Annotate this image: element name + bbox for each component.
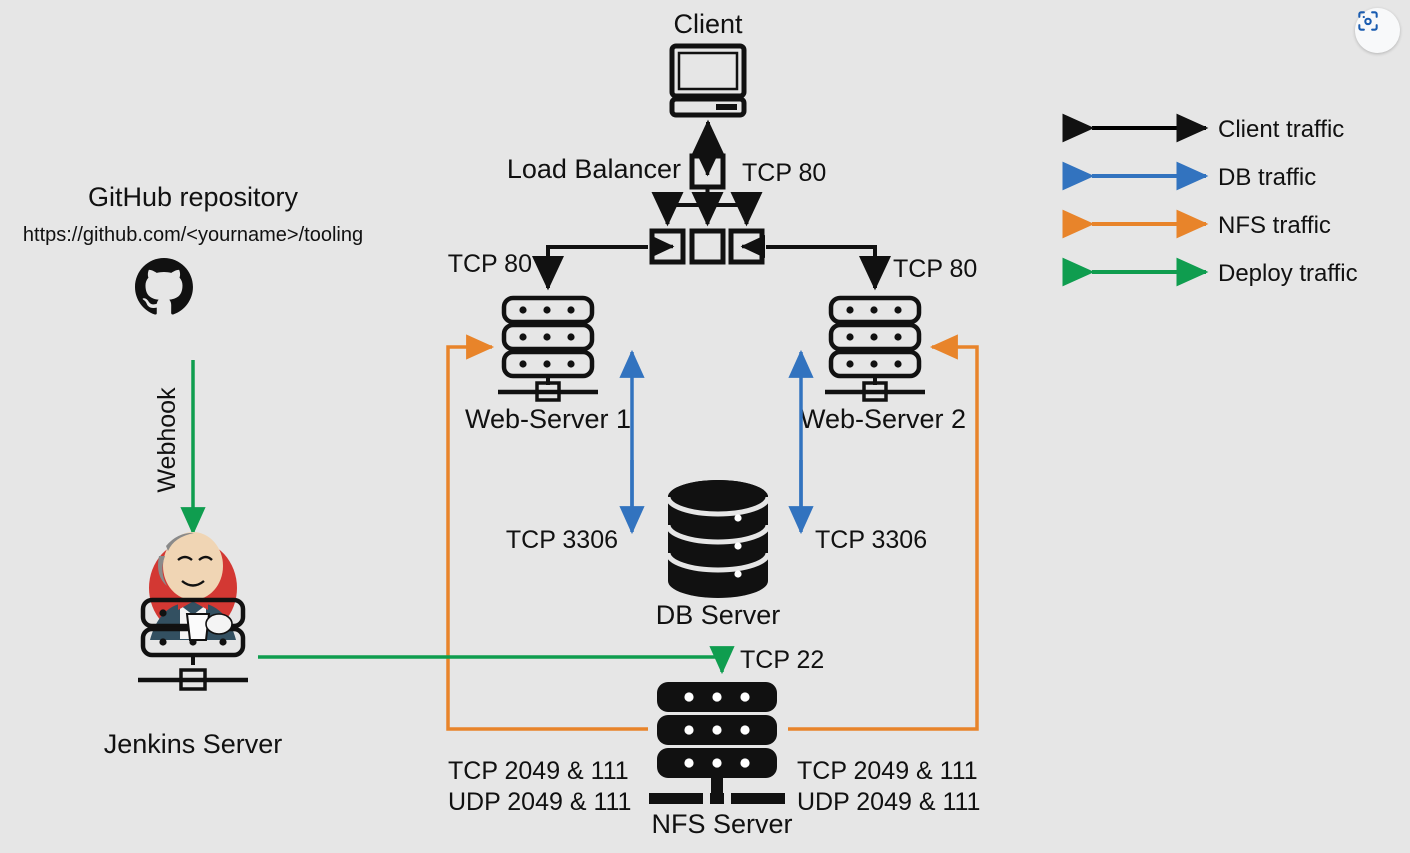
web-server-2-label: Web-Server 2 <box>800 404 966 434</box>
edge-label-webhook: Webhook <box>153 387 181 493</box>
web-server-1-label: Web-Server 1 <box>465 404 631 434</box>
jenkins-server-label: Jenkins Server <box>104 729 283 759</box>
legend-label-1: DB traffic <box>1218 164 1316 191</box>
legend-label-2: NFS traffic <box>1218 212 1331 239</box>
edge-label-lb-to-web1: TCP 80 <box>448 250 532 278</box>
edge-lb-to-web1 <box>532 245 648 291</box>
db-server-node: DB Server <box>656 480 781 630</box>
legend-label-3: Deploy traffic <box>1218 260 1358 287</box>
nfs-left-udp-label: UDP 2049 & 111 <box>448 788 631 816</box>
legend-label-0: Client traffic <box>1218 116 1344 143</box>
nfs-right-udp-label: UDP 2049 & 111 <box>797 788 980 816</box>
nfs-server-label: NFS Server <box>651 809 792 839</box>
nfs-right-tcp-label: TCP 2049 & 111 <box>797 757 978 785</box>
github-label: GitHub repository <box>88 182 299 212</box>
edge-label-web2-to-db: TCP 3306 <box>815 526 927 554</box>
edge-label-lb-to-web2: TCP 80 <box>893 255 977 283</box>
legend: Client traffic DB traffic NFS traffic De… <box>1062 113 1358 287</box>
client-node: Client <box>669 9 747 118</box>
server-rack-icon <box>825 295 925 402</box>
db-server-label: DB Server <box>656 600 781 630</box>
github-octocat-icon <box>135 258 193 315</box>
edge-nfs-to-web2 <box>788 334 979 731</box>
nfs-left-tcp-label: TCP 2049 & 111 <box>448 757 629 785</box>
lens-scan-icon <box>1358 11 1378 31</box>
server-rack-icon <box>498 295 598 402</box>
github-url: https://github.com/<yourname>/tooling <box>23 224 363 246</box>
edge-nfs-to-web1 <box>446 334 648 731</box>
client-label: Client <box>673 9 743 39</box>
jenkins-node: Jenkins Server <box>104 532 283 759</box>
legend-item-deploy-traffic: Deploy traffic <box>1062 257 1358 287</box>
web-server-1-node: Web-Server 1 <box>465 295 631 434</box>
legend-item-client-traffic: Client traffic <box>1062 113 1344 143</box>
desktop-monitor-icon <box>669 43 747 118</box>
web-server-2-node: Web-Server 2 <box>800 295 966 434</box>
edge-label-client-to-lb: TCP 80 <box>742 159 826 187</box>
edge-label-web1-to-db: TCP 3306 <box>506 526 618 554</box>
load-balancer-node: Load Balancer TCP 80 <box>507 151 826 265</box>
load-balancer-icon <box>649 151 766 265</box>
server-rack-filled-icon <box>649 682 785 804</box>
edge-label-jenkins-to-nfs: TCP 22 <box>740 646 824 674</box>
jenkins-butler-icon <box>138 532 248 691</box>
legend-item-db-traffic: DB traffic <box>1062 161 1316 191</box>
edge-lb-to-web2 <box>766 245 892 291</box>
nfs-server-node: NFS Server <box>649 682 793 839</box>
load-balancer-label: Load Balancer <box>507 154 681 184</box>
edge-jenkins-to-nfs <box>258 646 735 675</box>
database-cylinder-icon <box>665 480 771 598</box>
legend-item-nfs-traffic: NFS traffic <box>1062 209 1331 239</box>
lens-scan-button[interactable] <box>1355 8 1400 53</box>
github-node: GitHub repository https://github.com/<yo… <box>23 182 363 315</box>
